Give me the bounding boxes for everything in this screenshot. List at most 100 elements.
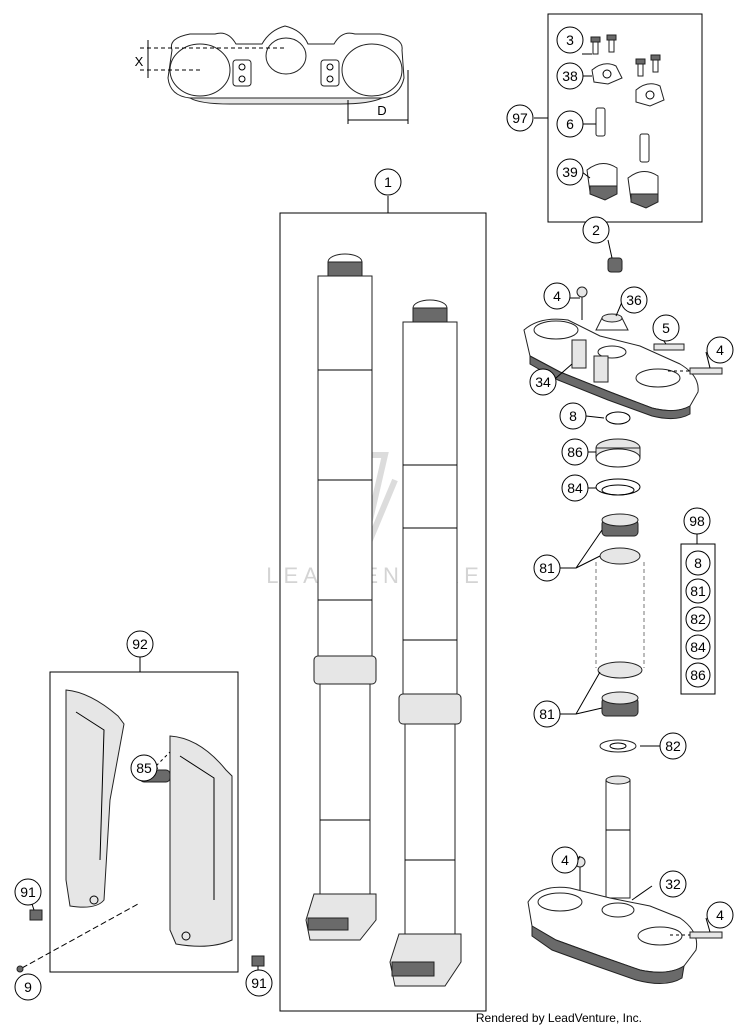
callout-85: 85 <box>130 754 158 782</box>
clamp-39b-base <box>630 193 659 209</box>
leader-81-upper <box>560 529 603 569</box>
lower-triple-clamp <box>527 775 723 984</box>
left-bolt-hole-bottom <box>238 75 246 83</box>
bolt-4-lower-right <box>689 931 723 939</box>
plug-2 <box>607 257 623 273</box>
callout-39: 39 <box>556 158 584 186</box>
bolt-4-top-left-head <box>576 286 588 298</box>
kit-98-item: 8 <box>685 550 711 576</box>
left-fork-leg <box>305 253 377 941</box>
svg-text:3: 3 <box>566 32 574 48</box>
callout-81-lower: 81 <box>533 700 561 728</box>
svg-text:98: 98 <box>689 513 705 529</box>
right-fork-cap-thread <box>412 307 448 323</box>
clip-leader <box>151 751 171 771</box>
left-guard-edge <box>75 711 105 861</box>
upper-clamp-front <box>529 355 691 420</box>
leader-81-lower <box>560 671 603 715</box>
svg-text:1: 1 <box>384 174 392 190</box>
lower-bearing-top <box>601 691 639 705</box>
right-fork-upper-tube <box>402 321 458 695</box>
screw-9 <box>16 965 24 973</box>
kit-98-item-label: 82 <box>690 611 706 627</box>
steering-stem-top <box>605 775 631 785</box>
callout-36: 36 <box>620 286 648 314</box>
svg-text:4: 4 <box>561 852 569 868</box>
kit-98-item: 86 <box>685 662 711 688</box>
svg-text:6: 6 <box>566 116 574 132</box>
triple-clamp-dimension-view: X D <box>135 25 409 124</box>
right-bolt-hole-bottom <box>326 75 334 83</box>
seal-82-inner <box>609 742 627 750</box>
svg-text:32: 32 <box>665 876 681 892</box>
clamp-38b-hole <box>645 90 655 100</box>
leader-4b <box>705 351 711 369</box>
lower-bearing-race <box>597 661 643 679</box>
svg-text:9: 9 <box>24 979 32 995</box>
callout-82: 82 <box>659 732 687 760</box>
fork-box <box>279 212 487 1012</box>
svg-text:85: 85 <box>136 760 152 776</box>
leader-4d <box>705 917 711 933</box>
ring-84-inner <box>601 484 635 496</box>
upper-clamp-stem-bore <box>597 345 627 359</box>
callout-3: 3 <box>556 26 584 54</box>
right-fork-seal-ring <box>398 693 462 725</box>
leader-34 <box>555 363 573 379</box>
right-axle-clamp <box>389 933 462 987</box>
kit-98-item-label: 86 <box>690 667 706 683</box>
bearing-stack <box>560 411 645 753</box>
svg-text:81: 81 <box>539 560 555 576</box>
right-fork-guard <box>169 735 233 947</box>
callout-92: 92 <box>126 630 154 658</box>
right-guard-screw-hole <box>181 931 191 941</box>
screw-3a-head <box>590 36 601 43</box>
kit-97-group <box>534 13 703 223</box>
clamp-38a <box>591 63 623 85</box>
callout-9: 9 <box>14 973 42 1001</box>
callout-91-right: 91 <box>245 969 273 997</box>
kit-98-group: 8 81 82 84 86 <box>680 534 716 695</box>
lower-clamp-left-bore <box>537 892 583 912</box>
callout-2: 2 <box>582 216 610 244</box>
fork-guard-group <box>16 656 265 973</box>
callout-81-upper: 81 <box>533 554 561 582</box>
callout-8: 8 <box>559 402 587 430</box>
upper-clamp-right-bore <box>635 368 681 388</box>
kit-98-item: 84 <box>685 634 711 660</box>
screw-9-path <box>21 903 139 969</box>
d-dim-label: D <box>377 103 386 118</box>
lower-clamp-right-bore <box>637 926 683 946</box>
o-ring-8 <box>605 411 631 425</box>
bolt-5 <box>653 343 685 351</box>
left-fork-seal-ring <box>313 655 377 685</box>
upper-bearing-race <box>599 547 641 565</box>
svg-text:34: 34 <box>535 374 551 390</box>
seal-82 <box>599 739 637 753</box>
left-bolt-boss <box>232 59 252 87</box>
screw-3c-head <box>635 58 646 65</box>
callout-84: 84 <box>561 474 589 502</box>
svg-text:97: 97 <box>512 110 528 126</box>
left-bolt-hole-top <box>238 63 246 71</box>
right-tube-bore <box>341 43 403 97</box>
svg-text:84: 84 <box>567 480 583 496</box>
clamp-38a-hole <box>602 69 612 79</box>
leader-36 <box>615 301 623 317</box>
leader-8 <box>585 415 605 419</box>
callout-86: 86 <box>561 438 589 466</box>
kit-98-item-label: 81 <box>690 583 706 599</box>
callout-4-upper-right: 4 <box>706 336 734 364</box>
svg-text:86: 86 <box>567 444 583 460</box>
left-axle-clamp-bolts <box>307 917 349 931</box>
clamp-shade <box>188 97 383 105</box>
screw-3b-head <box>606 34 617 41</box>
steering-stem <box>605 779 631 899</box>
upper-triple-clamp <box>523 257 723 420</box>
svg-text:8: 8 <box>569 408 577 424</box>
callout-5: 5 <box>652 314 680 342</box>
kit-98-items: 8 81 82 84 86 <box>685 550 711 688</box>
right-guard-edge <box>179 755 215 900</box>
callout-4-lower-left: 4 <box>551 846 579 874</box>
kit-98-item-label: 84 <box>690 639 706 655</box>
